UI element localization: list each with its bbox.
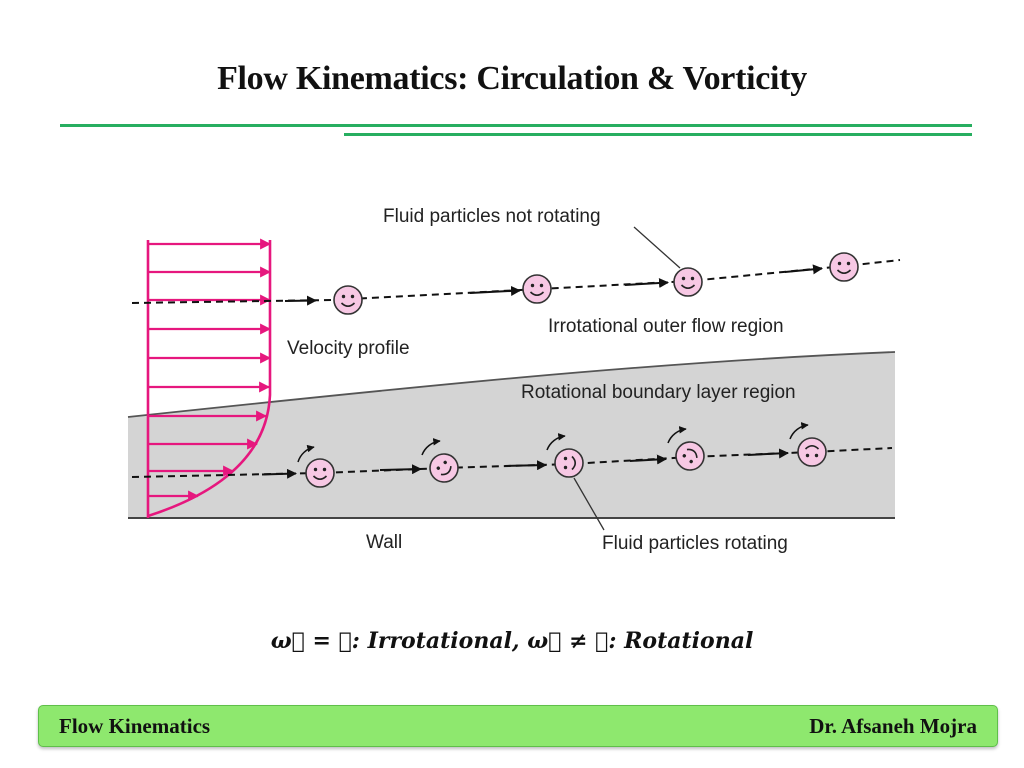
label-irrotational-region: Irrotational outer flow region bbox=[548, 316, 784, 337]
title-divider-bottom bbox=[344, 133, 972, 136]
label-rotating: Fluid particles rotating bbox=[602, 533, 788, 554]
leader-rotating bbox=[573, 477, 605, 531]
leader-not-rotating bbox=[633, 226, 681, 269]
particle-rotating-5 bbox=[789, 422, 827, 467]
footer-bar: Flow Kinematics Dr. Afsaneh Mojra bbox=[38, 705, 998, 747]
boundary-layer-edge bbox=[127, 351, 896, 418]
particle-not-rotating-3 bbox=[673, 267, 703, 297]
label-not-rotating: Fluid particles not rotating bbox=[383, 206, 601, 227]
label-rotational-region: Rotational boundary layer region bbox=[521, 382, 796, 403]
boundary-layer-region bbox=[128, 352, 895, 518]
label-velocity-profile: Velocity profile bbox=[287, 338, 410, 359]
title-divider-top bbox=[60, 124, 972, 127]
slide-title: Flow Kinematics: Circulation & Vorticity bbox=[217, 60, 807, 97]
particle-not-rotating-1 bbox=[333, 285, 363, 315]
footer-course-title: Flow Kinematics bbox=[59, 714, 211, 738]
velocity-profile bbox=[146, 238, 272, 518]
boundary-layer-diagram: Fluid particles not rotating Irrotationa… bbox=[127, 206, 901, 554]
particle-not-rotating-2 bbox=[522, 274, 552, 304]
particle-rotating-4 bbox=[667, 426, 711, 477]
footer-author: Dr. Afsaneh Mojra bbox=[809, 714, 977, 738]
particle-not-rotating-4 bbox=[829, 252, 859, 282]
label-wall: Wall bbox=[366, 532, 402, 553]
particle-rotating-2 bbox=[421, 438, 465, 489]
particle-rotating-3 bbox=[546, 433, 584, 478]
particle-rotating-1 bbox=[297, 444, 335, 488]
vorticity-equation: ω⃗ = 𝟎: Irrotational, ω⃗ ≠ 𝟎: Rotational bbox=[270, 628, 754, 654]
outer-streamline bbox=[131, 259, 901, 304]
